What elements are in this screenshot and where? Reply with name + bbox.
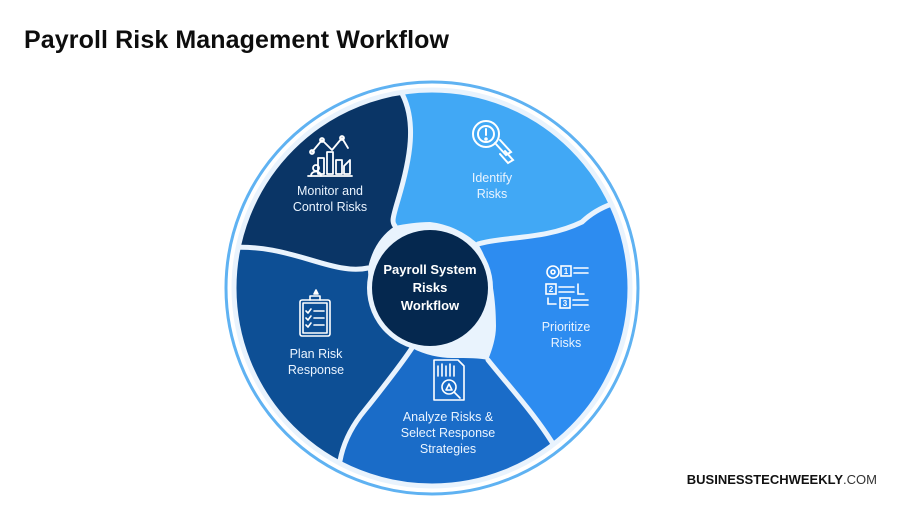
step-monitor-label-line-1: Monitor and bbox=[297, 184, 363, 198]
center-label-line-3: Workflow bbox=[401, 298, 460, 313]
step-identify-label-line-1: Identify bbox=[472, 171, 513, 185]
clipboard-checklist-icon bbox=[299, 289, 331, 337]
center-circle[interactable] bbox=[372, 230, 488, 346]
separator-5 bbox=[234, 244, 371, 272]
step-plan-label-line-1: Plan Risk bbox=[290, 347, 344, 361]
step-analyze-label-line-1: Analyze Risks & bbox=[403, 410, 494, 424]
list-number-2: 2 bbox=[549, 285, 554, 294]
separator-1 bbox=[390, 90, 413, 229]
monitoring-chart-icon bbox=[307, 135, 353, 177]
list-number-1: 1 bbox=[564, 267, 569, 276]
document-analysis-icon bbox=[433, 359, 465, 401]
brand-tld: .COM bbox=[843, 472, 877, 487]
step-prioritize-label-line-2: Risks bbox=[551, 336, 582, 350]
segment-analyze[interactable] bbox=[338, 348, 580, 500]
center-label-line-1: Payroll System bbox=[383, 262, 476, 277]
step-analyze-label-line-2: Select Response bbox=[401, 426, 496, 440]
page-title: Payroll Risk Management Workflow bbox=[24, 26, 450, 54]
brand-name: BUSINESSTECHWEEKLY bbox=[686, 472, 844, 487]
list-number-3: 3 bbox=[563, 299, 568, 308]
magnifier-alert-icon bbox=[472, 120, 515, 165]
footer-brand[interactable]: BUSINESSTECHWEEKLY.COM bbox=[687, 472, 877, 487]
step-prioritize-label-line-1: Prioritize bbox=[542, 320, 591, 334]
step-identify-label-line-2: Risks bbox=[477, 187, 508, 201]
step-monitor-label-line-2: Control Risks bbox=[293, 200, 367, 214]
inner-ring bbox=[231, 87, 633, 489]
center-label-line-2: Risks bbox=[413, 280, 448, 295]
step-analyze-label-line-3: Strategies bbox=[420, 442, 476, 456]
step-plan-label-line-2: Response bbox=[288, 363, 344, 377]
numbered-list-icon bbox=[545, 265, 589, 309]
